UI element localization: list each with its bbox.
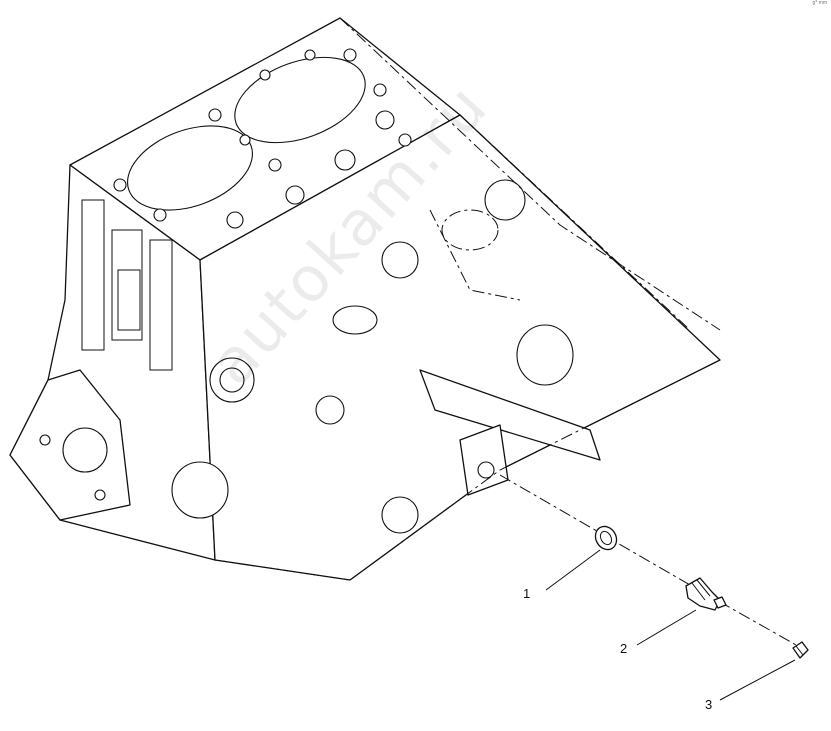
- callout-3: 3: [705, 697, 713, 712]
- leader-line-2: [636, 609, 697, 646]
- sealing-washer: [594, 525, 618, 551]
- connector-fitting: [792, 641, 809, 659]
- callout-1: 1: [523, 586, 531, 601]
- assembly-axis: [499, 474, 806, 651]
- cylinder-block: [9, 17, 721, 581]
- leader-line-1: [545, 549, 601, 591]
- leader-line-3: [719, 659, 796, 701]
- oil-pressure-switch: [685, 577, 727, 611]
- corner-mark: g* mm: [812, 0, 827, 6]
- callout-2: 2: [620, 641, 628, 656]
